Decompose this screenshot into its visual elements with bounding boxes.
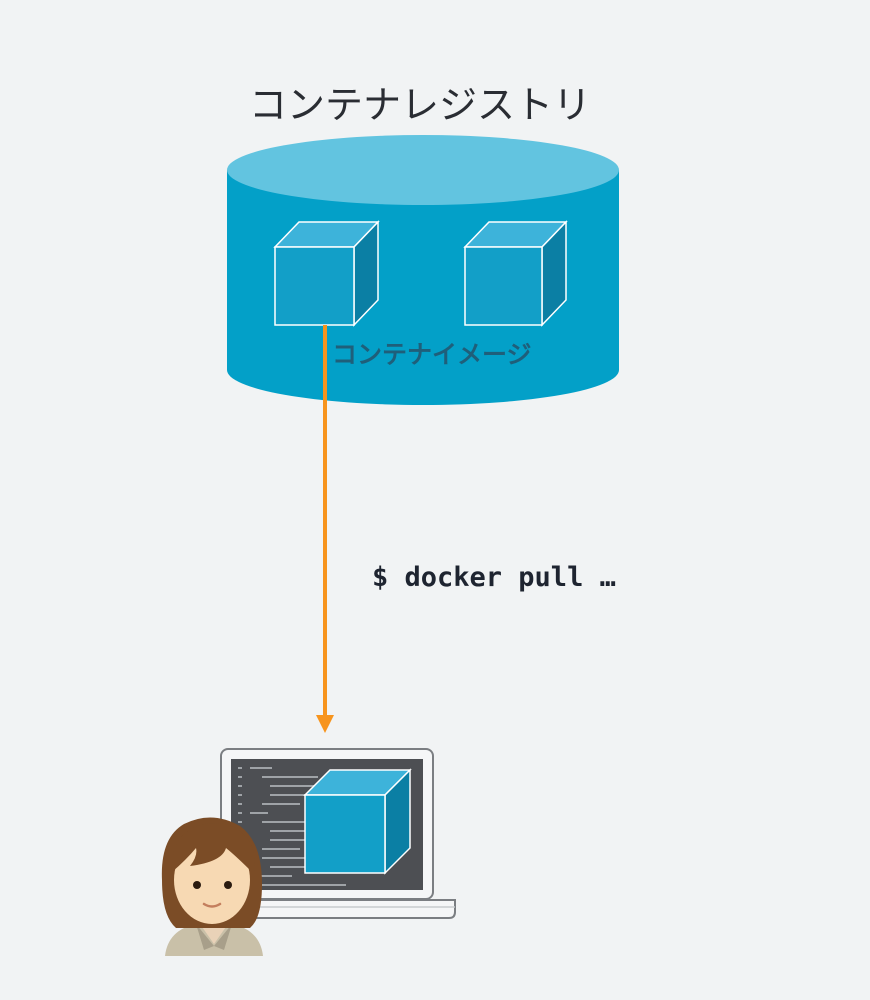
docker-pull-command: $ docker pull … <box>372 562 616 593</box>
container-image-label: コンテナイメージ <box>332 340 532 369</box>
person-avatar-icon <box>161 817 263 956</box>
cube-icon <box>303 768 412 875</box>
cube-icon <box>273 220 380 327</box>
registry-title: コンテナレジストリ <box>249 83 591 127</box>
pull-arrow <box>316 325 334 733</box>
cube-icon <box>463 220 568 327</box>
